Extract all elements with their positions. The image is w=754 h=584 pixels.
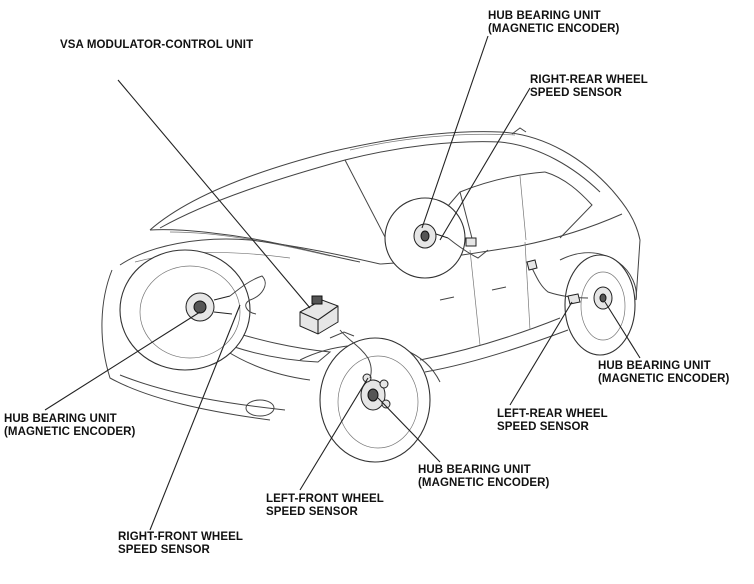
hub-front-right-icon xyxy=(185,292,233,322)
label-hub-front-right: HUB BEARING UNIT (MAGNETIC ENCODER) xyxy=(4,413,136,438)
label-hub-rear-right: HUB BEARING UNIT (MAGNETIC ENCODER) xyxy=(488,10,620,35)
leader-left-rear-sensor xyxy=(509,301,573,406)
leader-left-front-sensor xyxy=(299,377,369,491)
label-vsa-modulator: VSA MODULATOR-CONTROL UNIT xyxy=(60,39,254,51)
label-left-front-sensor: LEFT-FRONT WHEEL SPEED SENSOR xyxy=(266,493,384,518)
label-hub-front-left: HUB BEARING UNIT (MAGNETIC ENCODER) xyxy=(418,464,550,489)
leader-right-front-sensor xyxy=(149,304,241,531)
leader-hub-front-left xyxy=(377,397,441,463)
label-right-rear-sensor: RIGHT-REAR WHEEL SPEED SENSOR xyxy=(530,74,648,99)
hub-rear-left-icon xyxy=(593,286,613,310)
leader-lines xyxy=(44,35,641,531)
hub-front-left-icon xyxy=(360,373,391,411)
wiring-harness xyxy=(229,237,589,379)
leader-hub-left-rear xyxy=(604,301,641,359)
hub-rear-right-icon xyxy=(413,223,449,249)
label-hub-left-rear: HUB BEARING UNIT (MAGNETIC ENCODER) xyxy=(598,360,730,385)
leader-hub-front-right xyxy=(44,311,201,411)
leader-hub-rear-right xyxy=(421,35,489,229)
label-left-rear-sensor: LEFT-REAR WHEEL SPEED SENSOR xyxy=(497,408,608,433)
leader-vsa xyxy=(117,79,311,309)
vsa-modulator-icon xyxy=(299,295,339,335)
front-right-wheel xyxy=(119,249,251,371)
label-right-front-sensor: RIGHT-FRONT WHEEL SPEED SENSOR xyxy=(118,531,243,556)
leader-right-rear-sensor xyxy=(439,87,531,241)
